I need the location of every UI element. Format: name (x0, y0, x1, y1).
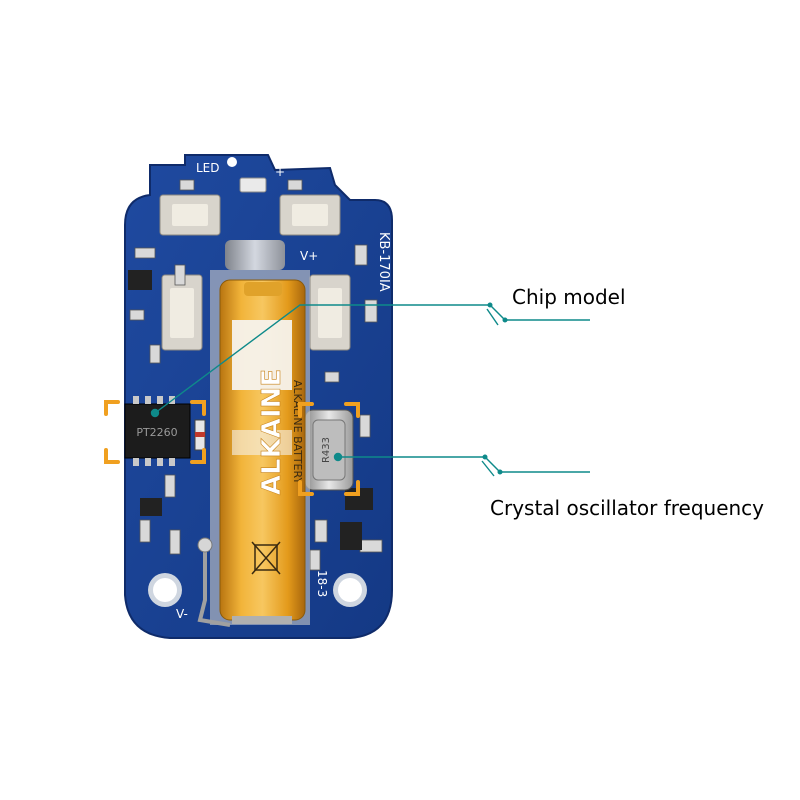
crystal-frequency-label: Crystal oscillator frequency (490, 496, 765, 520)
recycle-bin-icon (251, 541, 281, 575)
silkscreen-led: LED (196, 161, 220, 175)
crystal-marking: R433 (321, 437, 332, 463)
chip-model-label: Chip model (512, 285, 626, 309)
tactile-button-top-left (159, 194, 221, 236)
crystal-oscillator: R433 (304, 409, 354, 491)
tactile-button-top-right (279, 194, 341, 236)
mounting-hole-right (333, 573, 367, 607)
battery-contact-wire (197, 540, 231, 627)
chip-highlight-bracket (104, 400, 206, 464)
leader-line-chip (150, 302, 590, 418)
battery-brand: ALKAINE (257, 369, 287, 495)
silkscreen-vminus: V- (176, 607, 188, 621)
mounting-hole-left (148, 573, 182, 607)
battery: ALKAINE ALKALINE BATTERY (210, 270, 310, 625)
silkscreen-model: KB-170IA (376, 232, 391, 292)
tactile-button-side-right (309, 274, 351, 351)
diode (194, 419, 206, 451)
silkscreen-side-code: 18-3 (315, 570, 329, 597)
chip-marking: PT2260 (136, 426, 177, 439)
silkscreen-vplus: V+ (300, 249, 318, 263)
leader-line-crystal (333, 452, 590, 477)
battery-contact-top (225, 240, 285, 270)
chip-pt2260: PT2260 (124, 396, 191, 466)
crystal-highlight-bracket (298, 402, 360, 496)
battery-subtitle: ALKALINE BATTERY (291, 380, 304, 485)
tactile-button-side-left (161, 274, 203, 351)
smd-components (129, 179, 383, 571)
silkscreen-plus: + (275, 165, 285, 179)
led (227, 157, 267, 193)
solder-pad (197, 537, 213, 553)
transistors (128, 270, 373, 550)
